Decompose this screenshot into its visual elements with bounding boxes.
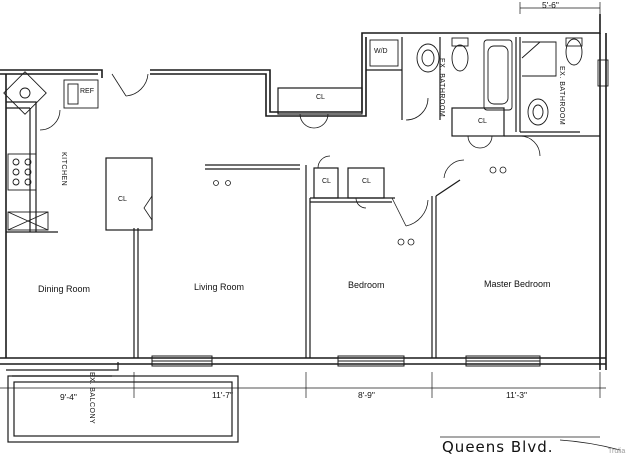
dimension-master-width: 11'-3": [506, 390, 528, 400]
room-label-kitchen: KITCHEN: [60, 152, 67, 187]
closet-label: CL: [478, 118, 487, 125]
closet-label: CL: [322, 178, 331, 185]
closet-label: CL: [362, 178, 371, 185]
room-label-master-bedroom: Master Bedroom: [484, 279, 551, 289]
watermark: Trulia: [608, 448, 626, 455]
dimension-top-width: 5'-6": [542, 0, 559, 10]
washer-dryer-label: W/D: [374, 48, 388, 55]
refrigerator-label: REF: [80, 88, 94, 95]
street-edge: [440, 436, 621, 451]
electrical-symbols: [213, 166, 507, 246]
balcony-outline: [6, 362, 239, 443]
room-label-ex-bathroom-2: EX. BATHROOM: [558, 66, 565, 126]
dimension-dining-width: 9'-4": [60, 392, 77, 402]
room-label-ex-bathroom-1: EX. BATHROOM: [438, 58, 445, 118]
room-label-dining: Dining Room: [38, 284, 91, 294]
dimension-living-width: 11'-7": [212, 390, 234, 400]
kitchen-fixtures: [3, 71, 99, 231]
room-label-living: Living Room: [194, 282, 245, 292]
street-label: Queens Blvd.: [442, 438, 554, 456]
room-label-bedroom: Bedroom: [348, 280, 385, 290]
dimension-bedroom-width: 8'-9": [358, 390, 375, 400]
doors: [39, 73, 541, 227]
windows: [151, 355, 541, 367]
closet-label: CL: [316, 94, 325, 101]
interior-walls: [6, 37, 600, 358]
outer-walls: [0, 14, 607, 370]
room-label-balcony: EX. BALCONY: [88, 372, 95, 425]
closet-label: CL: [118, 196, 127, 203]
bathroom-fixtures: [369, 37, 609, 126]
dimension-lines: [0, 2, 606, 398]
